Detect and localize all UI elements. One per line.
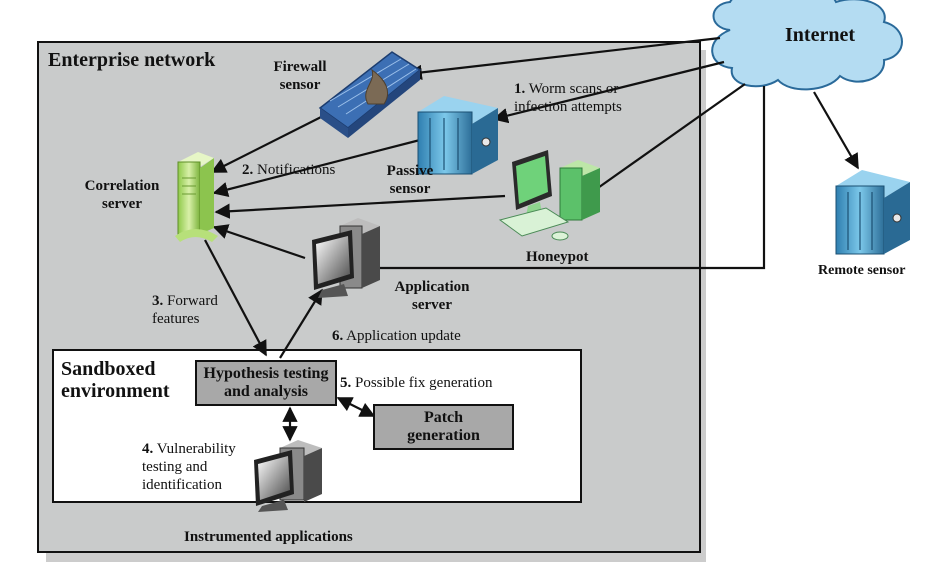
enterprise-network-title: Enterprise network: [48, 49, 216, 71]
arrow-internet-to-passive: [492, 60, 725, 124]
correlation-server-icon: [175, 152, 218, 242]
arrow-forward-features: [204, 239, 267, 357]
honeypot-icon: [498, 150, 600, 241]
step-2-label: 2. Notifications: [242, 162, 336, 178]
instrumented-applications-label: Instrumented applications: [184, 529, 353, 545]
application-server-icon: [312, 218, 380, 298]
step-3-label: 3. Forward features: [152, 293, 218, 327]
line-internet-honeypot: [594, 83, 746, 191]
arrow-firewall-to-correlation: [210, 109, 336, 173]
remote-sensor-icon: [835, 170, 910, 255]
arrow-internet-to-firewall: [406, 36, 721, 81]
arrow-application-update: [279, 288, 323, 359]
instrumented-applications-icon: [254, 440, 322, 512]
step-1-label: 1. Worm scans or infection attempts: [514, 81, 622, 115]
arrow-internet-to-remote: [813, 91, 859, 170]
internet-cloud: [711, 0, 903, 91]
sandbox-title: Sandboxed environment: [61, 358, 170, 402]
step-6-label: 6. Application update: [332, 328, 461, 344]
line-internet-appserver: [350, 86, 766, 270]
application-server-label: Application server: [394, 279, 470, 313]
arrow-fix-generation: [336, 397, 376, 417]
firewall-icon: [318, 51, 422, 138]
arrow-appserver-to-correlation: [212, 224, 306, 260]
hypothesis-testing-box: Hypothesis testing and analysis: [195, 360, 337, 406]
passive-sensor-icon: [417, 96, 498, 175]
arrow-passive-to-correlation: [212, 138, 421, 198]
patch-generation-box: Patch generation: [373, 404, 514, 450]
correlation-server-label: Correlation server: [84, 178, 160, 212]
internet-label: Internet: [785, 24, 855, 46]
firewall-sensor-label: Firewall sensor: [273, 59, 327, 93]
honeypot-label: Honeypot: [526, 249, 589, 265]
arrow-honeypot-to-correlation: [214, 194, 506, 219]
step-5-label: 5. Possible fix generation: [340, 375, 493, 391]
remote-sensor-label: Remote sensor: [818, 263, 906, 278]
passive-sensor-label: Passive sensor: [386, 163, 434, 197]
step-4-label: 4. Vulnerability testing and identificat…: [142, 441, 236, 493]
